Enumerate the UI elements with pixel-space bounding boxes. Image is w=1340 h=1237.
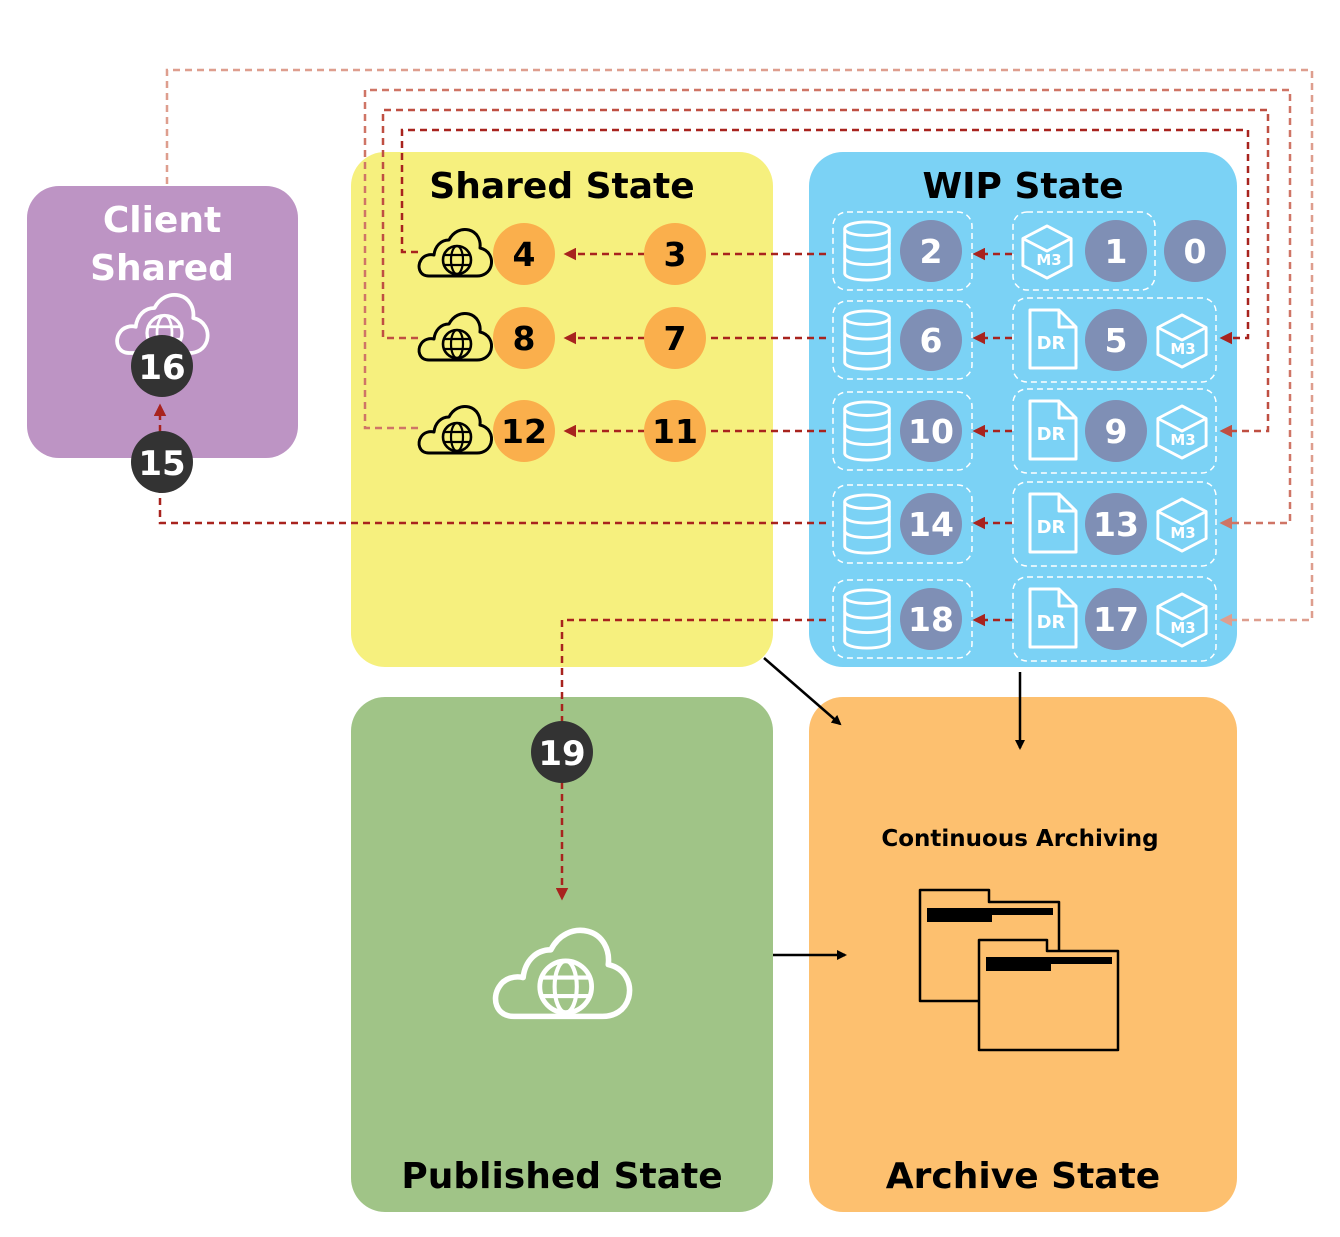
svg-text:18: 18	[908, 600, 954, 639]
arrow-shared-to-archive	[763, 657, 842, 726]
wip-row: 14 DR 13 M3	[832, 481, 1217, 567]
client-shared-title-line2: Shared	[90, 248, 234, 289]
published-state-title: Published State	[401, 1156, 722, 1197]
svg-text:M3: M3	[1170, 619, 1195, 637]
wip-row: 2 M3 1 0	[832, 211, 1226, 291]
svg-text:14: 14	[908, 505, 954, 544]
client-badge-16: 16	[131, 335, 193, 397]
dr-document-icon: DR	[1028, 492, 1078, 554]
wip-state-title: WIP State	[922, 166, 1123, 207]
badge-0: 0	[1164, 220, 1226, 282]
wip-row: 18 DR 17 M3	[832, 576, 1217, 662]
client-shared-box	[27, 186, 298, 458]
svg-text:17: 17	[1093, 600, 1139, 639]
svg-text:16: 16	[138, 348, 185, 388]
svg-text:11: 11	[652, 412, 698, 451]
arrow-18-to-19	[560, 618, 826, 722]
svg-text:12: 12	[501, 412, 547, 451]
source-group-frame	[1012, 211, 1156, 291]
svg-text:1: 1	[1105, 232, 1128, 271]
db-group-frame	[832, 391, 973, 471]
m3-cube-icon: M3	[1156, 313, 1208, 369]
svg-text:10: 10	[908, 412, 954, 451]
client-shared-title-line1: Client	[103, 200, 221, 241]
svg-text:DR: DR	[1037, 424, 1066, 445]
archive-state-title: Archive State	[886, 1156, 1160, 1197]
svg-text:M3: M3	[1170, 524, 1195, 542]
svg-text:7: 7	[664, 319, 687, 358]
continuous-archiving-label: Continuous Archiving	[881, 826, 1158, 852]
dr-document-icon: DR	[1028, 399, 1078, 461]
badge-2: 2	[900, 220, 962, 282]
badge-3: 3	[644, 223, 706, 285]
svg-text:M3: M3	[1036, 251, 1061, 269]
shared-row: 12 11	[417, 400, 706, 462]
badge-8: 8	[493, 307, 555, 369]
db-group-frame	[832, 211, 973, 291]
client-badge-15: 15	[131, 431, 193, 493]
badge-9: 9	[1085, 400, 1147, 462]
svg-text:8: 8	[513, 319, 536, 358]
folders-icon	[918, 888, 1120, 1052]
shared-state-title: Shared State	[429, 166, 694, 207]
svg-text:DR: DR	[1037, 612, 1066, 633]
svg-text:13: 13	[1093, 505, 1139, 544]
wip-row: 6 DR 5 M3	[832, 297, 1217, 383]
feedback-line-row9	[381, 108, 1270, 438]
badge-18: 18	[900, 588, 962, 650]
svg-text:M3: M3	[1170, 340, 1195, 358]
dr-document-icon: DR	[1028, 308, 1078, 370]
badge-11: 11	[644, 400, 706, 462]
svg-text:19: 19	[538, 734, 585, 774]
badge-10: 10	[900, 400, 962, 462]
svg-text:4: 4	[513, 235, 536, 274]
db-group-frame	[832, 484, 973, 564]
svg-text:DR: DR	[1037, 333, 1066, 354]
wip-row: 10 DR 9 M3	[832, 388, 1217, 474]
db-group-frame	[832, 300, 973, 380]
svg-text:5: 5	[1105, 321, 1128, 360]
arrow-14-to-15	[158, 492, 826, 525]
badge-14: 14	[900, 493, 962, 555]
badge-5: 5	[1085, 309, 1147, 371]
badge-1: 1	[1085, 220, 1147, 282]
svg-text:0: 0	[1184, 232, 1207, 271]
m3-cube-icon: M3	[1156, 497, 1208, 553]
svg-text:M3: M3	[1170, 431, 1195, 449]
wip-to-shared-arrows	[153, 247, 826, 901]
shared-state-box	[351, 152, 773, 667]
published-state-box	[351, 697, 773, 1212]
source-group-frame	[1012, 297, 1217, 383]
svg-text:DR: DR	[1037, 517, 1066, 538]
db-group-frame	[832, 579, 973, 659]
svg-text:15: 15	[138, 444, 185, 484]
published-badge-19: 19	[531, 721, 593, 783]
badge-13: 13	[1085, 493, 1147, 555]
source-group-frame	[1012, 388, 1217, 474]
badge-12: 12	[493, 400, 555, 462]
badge-6: 6	[900, 309, 962, 371]
m3-cube-icon: M3	[1156, 404, 1208, 460]
source-group-frame	[1012, 481, 1217, 567]
badge-17: 17	[1085, 588, 1147, 650]
m3-cube-icon: M3	[1156, 592, 1208, 648]
badge-4: 4	[493, 223, 555, 285]
svg-text:3: 3	[664, 235, 687, 274]
source-group-frame	[1012, 576, 1217, 662]
feedback-line-row5	[400, 128, 1250, 345]
svg-text:9: 9	[1105, 412, 1128, 451]
m3-cube-icon: M3	[1021, 224, 1073, 280]
badge-7: 7	[644, 307, 706, 369]
svg-text:6: 6	[920, 321, 943, 360]
wip-internal-arrows	[972, 247, 1012, 627]
feedback-line-row17	[165, 68, 1314, 627]
dr-document-icon: DR	[1028, 587, 1078, 649]
feedback-line-row13	[363, 88, 1292, 530]
svg-text:2: 2	[920, 232, 943, 271]
